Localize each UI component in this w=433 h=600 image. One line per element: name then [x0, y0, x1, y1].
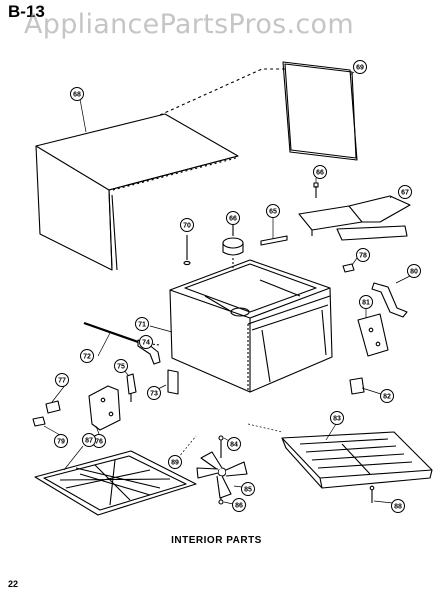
callout-number: 84 — [230, 442, 238, 449]
diagram-caption: INTERIOR PARTS — [171, 535, 262, 546]
callout-number: 79 — [57, 439, 65, 446]
fan-motor — [222, 225, 244, 270]
switch — [126, 373, 137, 402]
callout-number: 67 — [401, 190, 409, 197]
oven-cavity — [169, 259, 333, 393]
callout-number: 72 — [83, 354, 91, 361]
switch — [45, 400, 61, 414]
bracket — [349, 377, 365, 395]
callout-number: 77 — [58, 378, 66, 385]
bracket — [371, 282, 408, 318]
oven-tray — [34, 450, 197, 516]
callout-number: 65 — [269, 209, 277, 216]
callout-number: 81 — [362, 300, 370, 307]
screw — [369, 485, 375, 503]
callout-number: 70 — [183, 223, 191, 230]
screw — [183, 235, 191, 266]
small-part — [32, 416, 46, 427]
callout-number: 89 — [171, 460, 179, 467]
callout-circles — [54, 60, 421, 513]
clip — [342, 263, 355, 273]
back-panel — [282, 61, 358, 161]
callout-number: 74 — [142, 340, 150, 347]
callout-number: 69 — [356, 65, 364, 72]
callout-number: 82 — [383, 394, 391, 401]
bracket — [357, 313, 389, 357]
callout-number: 76 — [95, 439, 103, 446]
callout-number: 71 — [138, 322, 146, 329]
bracket — [260, 235, 288, 246]
callout-number: 73 — [150, 391, 158, 398]
callout-number: 66 — [316, 170, 324, 177]
switch — [167, 369, 179, 395]
page-number: 22 — [8, 579, 19, 589]
bracket — [88, 385, 121, 431]
leader-lines — [43, 71, 411, 505]
callout-number: 86 — [235, 503, 243, 510]
callout-number: 85 — [244, 487, 252, 494]
callout-number: 88 — [394, 504, 402, 511]
outer-cabinet — [35, 113, 239, 271]
callout-number: 87 — [85, 438, 93, 445]
callout-number: 78 — [359, 253, 367, 260]
callout-number: 83 — [333, 416, 341, 423]
callout-number: 68 — [73, 92, 81, 99]
callout-number: 66 — [229, 216, 237, 223]
watermark: AppliancePartsPros.com — [24, 9, 354, 40]
callout-number: 75 — [117, 364, 125, 371]
page-label: B-13 — [8, 2, 45, 21]
callout-number: 80 — [410, 269, 418, 276]
screw — [218, 435, 224, 458]
bottom-tray — [281, 431, 433, 489]
fan-blade — [196, 451, 248, 499]
screw — [313, 182, 319, 198]
duct-cover — [298, 195, 411, 241]
